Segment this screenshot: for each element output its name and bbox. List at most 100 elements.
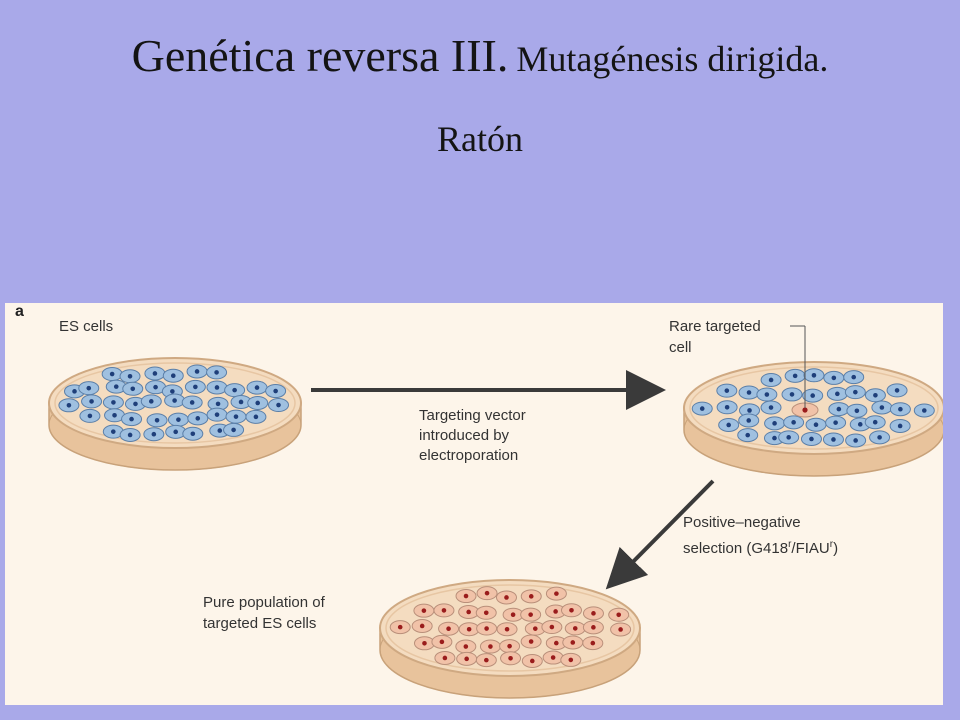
cell-nucleus — [110, 429, 116, 434]
label-selection-mid: /FIAU — [791, 540, 830, 557]
cell-nucleus — [554, 640, 559, 646]
cell-nucleus — [879, 405, 885, 410]
cell-nucleus — [504, 595, 509, 600]
cell-nucleus — [568, 657, 574, 663]
cell-nucleus — [483, 610, 489, 616]
cell-nucleus — [809, 436, 814, 442]
cell-nucleus — [153, 384, 158, 390]
cell-nucleus — [528, 612, 533, 617]
cell-nucleus — [273, 388, 278, 394]
cell-nucleus — [127, 432, 133, 438]
cell-nucleus — [466, 609, 471, 615]
cell-nucleus — [238, 399, 244, 405]
cell-nucleus — [831, 375, 837, 381]
dish-es-cells — [48, 357, 302, 471]
cell-nucleus — [872, 419, 878, 425]
label-vector-3: electroporation — [419, 447, 519, 464]
cell-nucleus — [873, 392, 878, 398]
cell-nucleus — [190, 431, 196, 437]
cell-nucleus — [510, 612, 516, 617]
cell-nucleus — [232, 387, 237, 393]
label-pure-2: targeted ES cells — [203, 615, 317, 632]
cell-nucleus — [127, 373, 133, 379]
cell-nucleus — [572, 626, 578, 631]
cell-nucleus — [528, 594, 534, 599]
cell-nucleus — [463, 593, 469, 599]
cell-nucleus — [508, 655, 513, 661]
cell-nucleus — [173, 429, 178, 435]
cell-nucleus — [422, 641, 427, 646]
cell-nucleus — [772, 421, 777, 426]
cell-nucleus — [148, 399, 154, 404]
cell-nucleus — [484, 590, 490, 596]
cell-nucleus — [745, 432, 751, 438]
cell-nucleus — [851, 374, 857, 380]
cell-nucleus — [254, 385, 260, 390]
cell-nucleus — [811, 373, 817, 378]
cell-nucleus — [231, 427, 236, 433]
cell-nucleus — [255, 400, 261, 406]
cell-nucleus — [214, 385, 220, 390]
cell-nucleus — [591, 611, 596, 616]
cell-nucleus — [554, 591, 559, 596]
cell-nucleus — [854, 408, 860, 414]
dish-electroporated — [683, 361, 943, 477]
cell-nucleus — [233, 414, 239, 419]
cell-nucleus — [836, 406, 842, 412]
cell-nucleus — [831, 437, 836, 442]
cell-nucleus — [397, 624, 403, 630]
cell-nucleus — [194, 369, 200, 374]
cell-nucleus — [877, 435, 882, 440]
cell-nucleus — [857, 422, 863, 427]
cell-nucleus — [921, 408, 927, 413]
cell-nucleus — [441, 608, 447, 613]
dish-es-cells-cells — [58, 364, 290, 442]
cell-nucleus — [898, 406, 903, 412]
label-selection-2: selection (G418r/FIAUr) — [683, 535, 838, 559]
cell-nucleus — [590, 640, 596, 646]
cell-nucleus — [217, 428, 223, 433]
cell-nucleus — [591, 625, 596, 630]
cell-nucleus — [484, 657, 489, 663]
cell-nucleus — [768, 377, 774, 383]
slide-title-main: Genética reversa III. — [131, 30, 509, 81]
cell-nucleus — [446, 626, 451, 632]
cell-nucleus — [528, 639, 534, 644]
cell-nucleus — [724, 388, 730, 393]
slide-title: Genética reversa III. Mutagénesis dirigi… — [0, 28, 960, 83]
dish-targeted-cells — [389, 586, 632, 668]
cell-nucleus — [764, 392, 770, 397]
cell-nucleus — [569, 607, 574, 613]
label-pure-1: Pure population of — [203, 594, 325, 611]
label-vector-1: Targeting vector — [419, 407, 526, 424]
cell-nucleus — [747, 408, 752, 413]
cell-nucleus — [786, 435, 791, 440]
dish-targeted — [379, 579, 641, 699]
cell-nucleus — [214, 370, 219, 375]
figure-diagram — [48, 325, 943, 699]
cell-nucleus — [746, 418, 752, 423]
cell-nucleus — [570, 640, 576, 645]
cell-nucleus — [112, 412, 117, 418]
figure-panel: a ES cells Rare targeted cell Targeting … — [5, 303, 943, 705]
label-selection-prefix: selection (G418 — [683, 540, 789, 557]
cell-nucleus — [549, 624, 555, 630]
cell-nucleus — [152, 371, 158, 376]
slide-subtitle: Ratón — [437, 119, 523, 159]
cell-nucleus — [189, 400, 195, 405]
cell-nucleus — [746, 390, 752, 395]
cell-nucleus — [176, 417, 181, 422]
cell-nucleus — [772, 435, 777, 441]
label-selection-sup1: r — [788, 539, 792, 550]
cell-nucleus — [791, 420, 796, 425]
cell-nucleus — [897, 423, 903, 429]
cell-nucleus — [193, 384, 198, 390]
cell-nucleus — [439, 639, 445, 645]
label-selection-sup2: r — [829, 539, 834, 550]
cell-nucleus — [215, 401, 221, 407]
cell-nucleus — [133, 401, 138, 407]
cell-nucleus — [553, 609, 558, 614]
cell-nucleus — [111, 400, 116, 405]
cell-nucleus — [835, 391, 840, 397]
panel-letter: a — [15, 303, 24, 320]
